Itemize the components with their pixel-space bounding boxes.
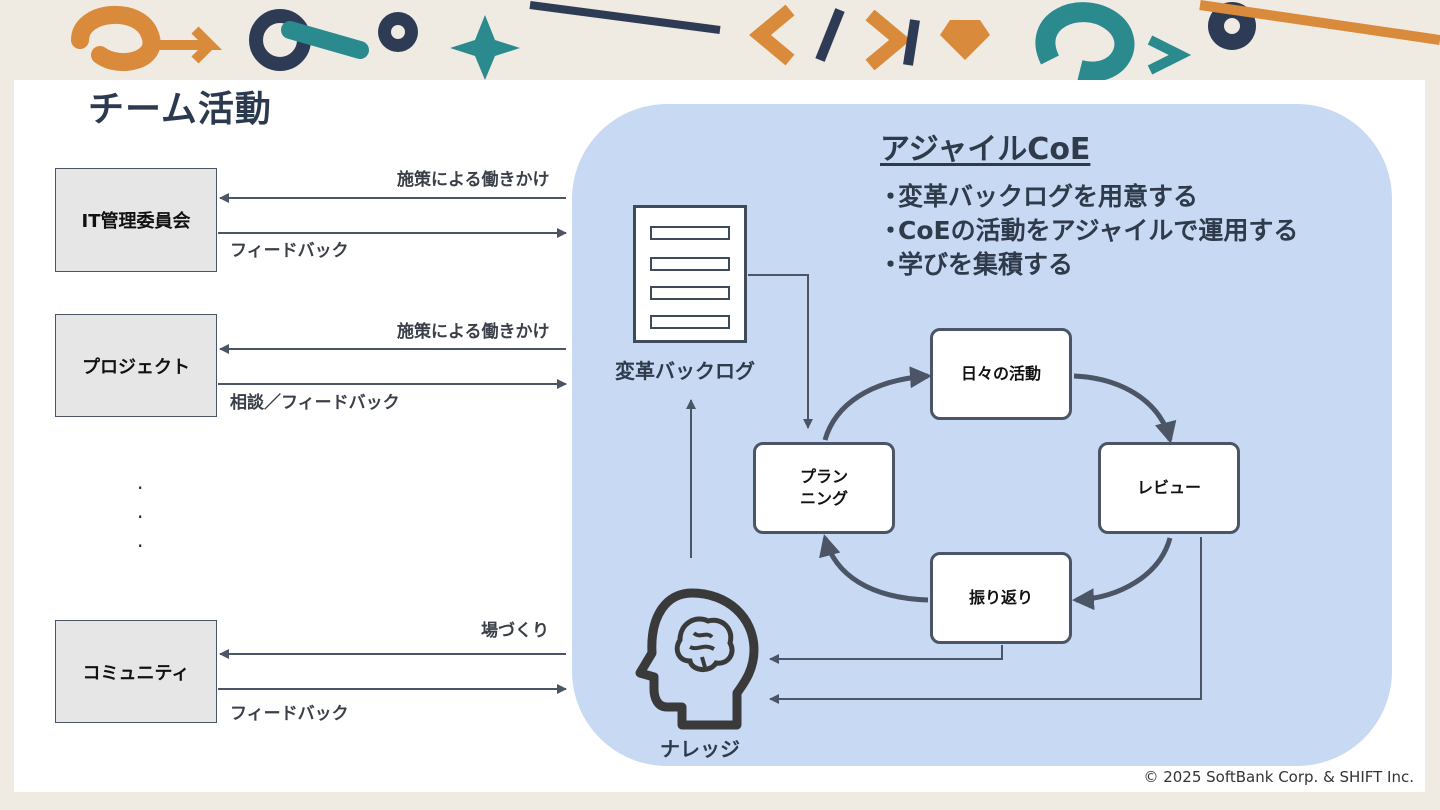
decorative-header-banner bbox=[71, 0, 1440, 82]
coe-bullet: ・CoEの活動をアジャイルで運用する bbox=[878, 216, 1299, 245]
review-box: レビュー bbox=[1098, 442, 1240, 534]
slide-title: チーム活動 bbox=[88, 89, 272, 130]
coe-bullet-list: ・変革バックログを用意する ・CoEの活動をアジャイルで運用する ・学びを集積す… bbox=[878, 180, 1298, 282]
coe-title: アジャイルCoE bbox=[880, 132, 1091, 167]
project-incoming-label: 相談／フィードバック bbox=[230, 393, 400, 413]
copyright-notice: © 2025 SoftBank Corp. & SHIFT Inc. bbox=[1143, 768, 1414, 786]
ellipsis-dot: . bbox=[137, 499, 144, 523]
retrospective-box: 振り返り bbox=[930, 552, 1072, 644]
it-outgoing-label: 施策による働きかけ bbox=[397, 170, 550, 190]
it-incoming-label: フィードバック bbox=[230, 241, 349, 261]
coe-bullet: ・学びを集積する bbox=[878, 250, 1074, 279]
document-line bbox=[650, 315, 730, 329]
document-line bbox=[650, 286, 730, 300]
document-line bbox=[650, 257, 730, 271]
document-line bbox=[650, 226, 730, 240]
document-list-icon bbox=[633, 205, 747, 343]
community-incoming-label: フィードバック bbox=[230, 704, 349, 724]
ellipsis-dot: . bbox=[137, 528, 144, 552]
planning-box: プランニング bbox=[753, 442, 895, 534]
knowledge-label: ナレッジ bbox=[660, 737, 740, 761]
community-outgoing-label: 場づくり bbox=[481, 621, 549, 641]
project-outgoing-label: 施策による働きかけ bbox=[397, 322, 550, 342]
coe-bullet: ・変革バックログを用意する bbox=[878, 182, 1199, 211]
backlog-label: 変革バックログ bbox=[615, 359, 755, 383]
daily-activity-box: 日々の活動 bbox=[930, 328, 1072, 420]
community-box: コミュニティ bbox=[55, 620, 217, 723]
head-brain-icon bbox=[635, 588, 759, 730]
it-committee-box: IT管理委員会 bbox=[55, 168, 217, 272]
ellipsis-dot: . bbox=[137, 470, 144, 494]
project-box: プロジェクト bbox=[55, 314, 217, 417]
